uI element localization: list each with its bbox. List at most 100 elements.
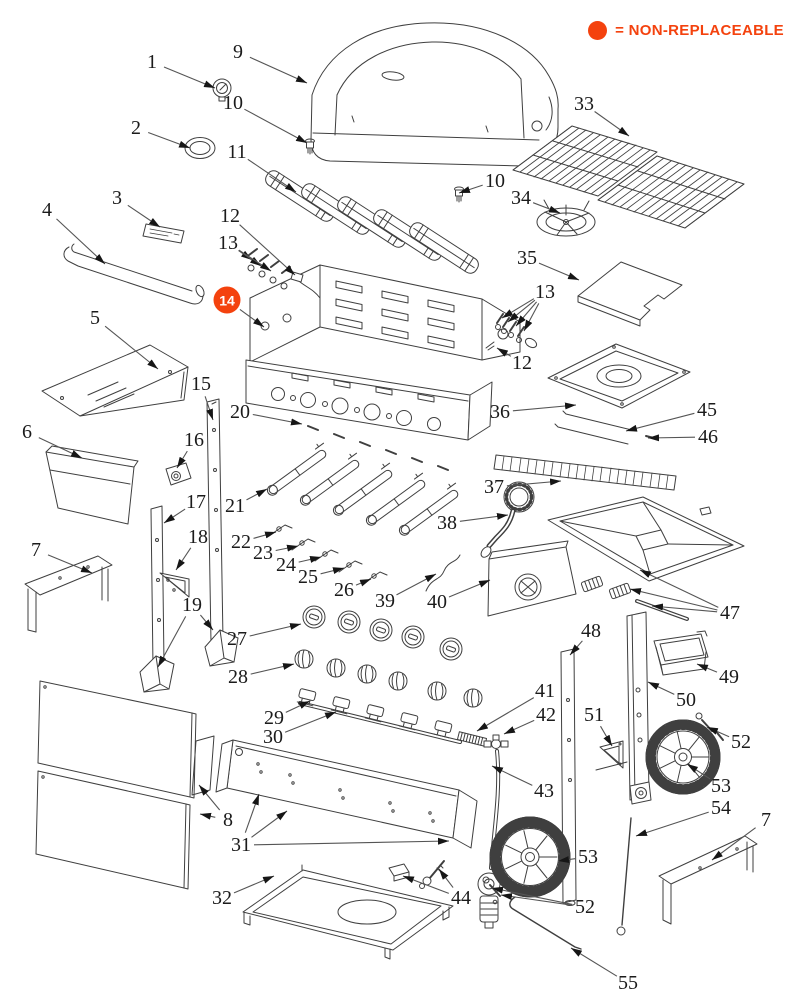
leader-line-34: [532, 202, 561, 214]
leader-line-25: [320, 567, 345, 575]
leader-line-15: [204, 396, 214, 421]
part-side-burner-frame: [547, 343, 691, 409]
leader-line-38: [459, 512, 509, 522]
callout-52: 52: [575, 896, 595, 918]
callout-10: 10: [223, 92, 243, 114]
callout-39: 39: [375, 590, 395, 612]
leader-line-5: [104, 325, 159, 370]
leader-line-11: [247, 158, 297, 193]
leader-line-43: [491, 765, 533, 786]
part-side-panel: [45, 445, 139, 525]
callout-19: 19: [182, 594, 202, 616]
callout-27: 27: [227, 628, 247, 650]
leader-line-2: [148, 131, 191, 149]
part-igniter-wires-right: [485, 313, 538, 351]
callout-4: 4: [42, 199, 52, 221]
leader-line-9: [249, 56, 308, 84]
callout-41: 41: [535, 680, 555, 702]
callout-24: 24: [276, 554, 296, 576]
callout-28: 28: [228, 666, 248, 688]
callout-8: 8: [223, 809, 233, 831]
callout-55: 55: [618, 972, 638, 994]
callout-44: 44: [451, 887, 471, 909]
part-bracket-rail-right: [658, 835, 758, 925]
leader-line-31: [244, 793, 260, 833]
leader-line-35: [538, 262, 580, 281]
callout-16: 16: [184, 429, 204, 451]
callout-45: 45: [697, 399, 717, 421]
callout-46: 46: [698, 426, 718, 448]
part-wheel-right: [645, 719, 721, 795]
leader-line-13: [507, 299, 536, 323]
part-griddle-plate: [577, 261, 683, 327]
leader-line-27: [249, 623, 302, 637]
part-handle: [63, 243, 205, 305]
callout-18: 18: [188, 526, 208, 548]
callout-48: 48: [581, 620, 601, 642]
leader-line-47: [651, 603, 718, 613]
leader-line-13: [238, 249, 272, 272]
leader-line-13: [501, 298, 535, 319]
callout-47: 47: [720, 602, 740, 624]
callout-17: 17: [186, 491, 206, 513]
part-control-panel: [191, 735, 478, 849]
callout-11: 11: [227, 141, 247, 163]
callout-53: 53: [578, 846, 598, 868]
leader-line-44: [402, 875, 449, 894]
leader-line-13: [523, 303, 540, 332]
leader-line-8: [199, 812, 216, 820]
callout-25: 25: [298, 566, 318, 588]
callout-53: 53: [711, 775, 731, 797]
leader-line-47: [639, 569, 719, 608]
leader-line-52: [491, 886, 573, 905]
part-cooking-grates: [512, 125, 745, 229]
callout-13: 13: [535, 281, 555, 303]
callout-50: 50: [676, 689, 696, 711]
part-burner-tubes: [266, 442, 459, 536]
callout-40: 40: [427, 591, 447, 613]
leader-line-16: [176, 450, 188, 469]
part-electrodes: [268, 524, 388, 584]
leader-line-53: [557, 856, 576, 864]
callout-21: 21: [225, 495, 245, 517]
callout-35: 35: [517, 247, 537, 269]
callout-37: 37: [484, 476, 504, 498]
leader-line-18: [175, 547, 192, 571]
callout-9: 9: [233, 41, 243, 63]
part-knob-bezels: [302, 605, 463, 661]
part-warming-rack: [493, 454, 677, 491]
callout-12: 12: [220, 205, 240, 227]
part-rod-54: [616, 817, 632, 936]
leader-line-8: [198, 784, 221, 811]
leader-line-54: [635, 811, 709, 837]
leader-line-12: [496, 347, 512, 357]
leader-line-32: [233, 875, 275, 894]
leader-line-52: [500, 893, 573, 906]
callout-22: 22: [231, 531, 251, 553]
part-corner-bracket: [159, 572, 190, 598]
non-replaceable-dot-icon: [588, 21, 608, 40]
leader-line-10: [244, 108, 308, 144]
leader-line-49: [696, 663, 718, 673]
leader-line-36: [512, 402, 577, 412]
part-screw-set: [307, 425, 449, 471]
part-thermometer: [212, 78, 232, 102]
leader-line-55: [570, 947, 618, 977]
leader-line-20: [252, 413, 303, 426]
callout-5: 5: [90, 307, 100, 329]
leader-line-26: [355, 578, 372, 587]
leader-line-30: [284, 711, 337, 733]
leader-line-33: [594, 111, 630, 137]
leader-line-31: [253, 837, 450, 846]
callout-12: 12: [512, 352, 532, 374]
part-lid: [310, 22, 559, 167]
part-clip-and-bolt: [388, 860, 445, 889]
part-bottom-shelf: [242, 864, 454, 960]
leader-line-19: [157, 616, 187, 668]
part-leg-posts-front: [150, 398, 224, 668]
leader-line-23: [275, 544, 299, 552]
leader-line-50: [647, 681, 675, 695]
callout-52: 52: [731, 731, 751, 753]
leader-line-45: [625, 412, 695, 432]
leader-line-7: [47, 554, 93, 574]
